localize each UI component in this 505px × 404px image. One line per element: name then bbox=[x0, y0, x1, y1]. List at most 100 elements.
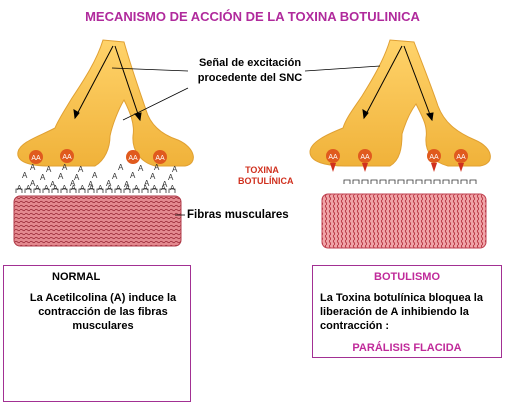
bound-acetylcholine: A bbox=[134, 185, 139, 192]
acetylcholine-molecule: A bbox=[172, 165, 178, 174]
receptor bbox=[168, 188, 176, 193]
acetylcholine-molecule: A bbox=[62, 163, 68, 172]
acetylcholine-molecule: A bbox=[46, 165, 52, 174]
receptor bbox=[397, 179, 405, 184]
receptor bbox=[69, 188, 77, 193]
normal-muscle-fiber bbox=[13, 195, 182, 247]
bound-acetylcholine: A bbox=[53, 185, 58, 192]
svg-text:AA: AA bbox=[456, 154, 466, 161]
left-vesicle-3: AA bbox=[126, 150, 140, 164]
bound-acetylcholine: A bbox=[161, 185, 166, 192]
acetylcholine-molecule: A bbox=[138, 164, 144, 173]
svg-text:AA: AA bbox=[155, 155, 165, 162]
acetylcholine-molecule: A bbox=[70, 179, 76, 188]
botulism-heading: BOTULISMO bbox=[374, 271, 440, 283]
right-vesicle-4: AA bbox=[454, 149, 468, 172]
receptor bbox=[415, 179, 423, 184]
left-vesicle-4: AA bbox=[153, 150, 167, 164]
left-axon bbox=[17, 39, 194, 167]
normal-neuron: AA AA AA AA bbox=[17, 39, 194, 167]
acetylcholine-molecule: A bbox=[50, 180, 56, 189]
toxin-label-line2: BOTULÍNICA bbox=[238, 176, 294, 186]
bound-acetylcholine: A bbox=[107, 185, 112, 192]
receptor bbox=[352, 179, 360, 184]
receptor bbox=[469, 179, 477, 184]
right-vesicle-2: AA bbox=[358, 149, 372, 172]
receptor bbox=[424, 179, 432, 184]
botulism-text: La Toxina botulínica bloquea la liberaci… bbox=[320, 292, 483, 332]
acetylcholine-molecule: A bbox=[106, 179, 112, 188]
bound-acetylcholine: A bbox=[125, 185, 130, 192]
arrow-right-1 bbox=[363, 45, 403, 119]
receptor bbox=[96, 188, 104, 193]
right-vesicle-1: AA bbox=[326, 149, 340, 172]
left-vesicle-2: AA bbox=[60, 149, 74, 163]
receptor bbox=[123, 188, 131, 193]
receptor bbox=[159, 188, 167, 193]
receptor bbox=[24, 188, 32, 193]
acetylcholine-molecule: A bbox=[112, 172, 118, 181]
bound-acetylcholine: A bbox=[62, 185, 67, 192]
receptor bbox=[42, 188, 50, 193]
bound-acetylcholine: A bbox=[71, 185, 76, 192]
receptor bbox=[60, 188, 68, 193]
svg-text:AA: AA bbox=[328, 154, 338, 161]
svg-text:AA: AA bbox=[62, 154, 72, 161]
acetylcholine-molecule: A bbox=[30, 179, 36, 188]
receptor bbox=[150, 188, 158, 193]
arrow-left-2 bbox=[114, 45, 141, 121]
bound-acetylcholine: A bbox=[170, 185, 175, 192]
pointer-signal-right bbox=[304, 65, 381, 72]
receptor bbox=[87, 188, 95, 193]
arrow-left-1 bbox=[74, 45, 114, 119]
acetylcholine-molecule: A bbox=[30, 163, 36, 172]
acetylcholine-molecule: A bbox=[130, 171, 136, 180]
acetylcholine-molecule: A bbox=[168, 173, 174, 182]
bound-acetylcholine: A bbox=[80, 185, 85, 192]
signal-label: Señal de excitación procedente del SNC bbox=[185, 56, 315, 86]
left-vesicle-1: AA bbox=[29, 150, 43, 164]
bound-acetylcholine: A bbox=[116, 185, 121, 192]
bound-acetylcholine: A bbox=[44, 185, 49, 192]
toxin-label: TOXINA BOTULÍNICA bbox=[238, 165, 294, 187]
acetylcholine-molecule: A bbox=[40, 173, 46, 182]
svg-text:AA: AA bbox=[360, 154, 370, 161]
acetylcholine-molecule: A bbox=[118, 163, 124, 172]
receptor bbox=[406, 179, 414, 184]
signal-arrows bbox=[73, 45, 434, 122]
receptor bbox=[343, 179, 351, 184]
label-pointer-lines bbox=[111, 65, 381, 216]
normal-text: La Acetilcolina (A) induce la contracció… bbox=[29, 292, 177, 332]
acetylcholine-molecule: A bbox=[92, 171, 98, 180]
receptor bbox=[361, 179, 369, 184]
acetylcholine-molecule: A bbox=[154, 163, 160, 172]
svg-text:AA: AA bbox=[31, 155, 41, 162]
pointer-signal-left bbox=[111, 67, 189, 72]
acetylcholine-molecule: A bbox=[22, 171, 28, 180]
receptor bbox=[132, 188, 140, 193]
bound-acetylcholine: A bbox=[89, 185, 94, 192]
right-axon bbox=[309, 39, 491, 167]
receptor bbox=[451, 179, 459, 184]
acetylcholine-molecule: A bbox=[88, 180, 94, 189]
receptor bbox=[442, 179, 450, 184]
receptor bbox=[379, 179, 387, 184]
right-receptor-row bbox=[343, 179, 477, 184]
pointer-signal-left-2 bbox=[122, 87, 189, 121]
acetylcholine-molecule: A bbox=[144, 179, 150, 188]
bound-acetylcholine: A bbox=[17, 185, 22, 192]
normal-heading: NORMAL bbox=[52, 271, 101, 283]
bound-acetylcholine: A bbox=[26, 185, 31, 192]
acetylcholine-molecule: A bbox=[58, 172, 64, 181]
botulism-neuron: AA AA AA AA bbox=[309, 39, 491, 172]
bound-acetylcholine: A bbox=[152, 185, 157, 192]
svg-text:AA: AA bbox=[429, 154, 439, 161]
acetylcholine-molecule: A bbox=[162, 180, 168, 189]
acetylcholine-molecule: A bbox=[78, 165, 84, 174]
normal-panel: NORMAL La Acetilcolina (A) induce la con… bbox=[3, 265, 191, 402]
receptor bbox=[105, 188, 113, 193]
signal-label-line2: procedente del SNC bbox=[197, 72, 303, 84]
signal-label-line1: Señal de excitación bbox=[198, 57, 302, 69]
